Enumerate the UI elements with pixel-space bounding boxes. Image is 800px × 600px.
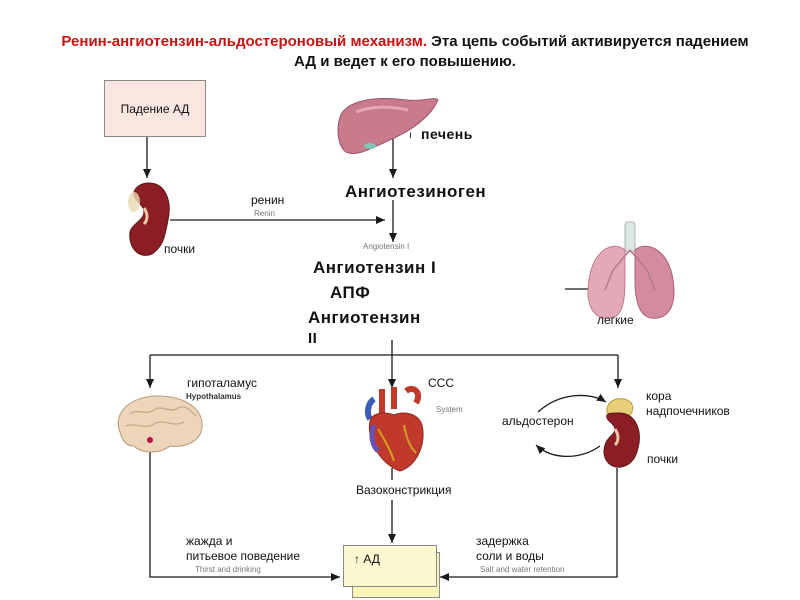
hypothalamus-label: гипоталамус	[187, 376, 257, 390]
liver-image	[337, 98, 439, 154]
liver-marker: ı	[409, 130, 412, 141]
aldosterone-arrow-bottom	[535, 444, 601, 457]
angiotensin1-label: Ангиотензин I	[313, 258, 437, 277]
aldosterone-arrow-top	[537, 393, 607, 413]
kidney-bottom-label: почки	[647, 452, 679, 466]
kidney-top-label: почки	[164, 242, 196, 256]
bp-drop-label: Падение АД	[120, 101, 190, 116]
angiotensin1-en-label: Angiotensin I	[363, 242, 410, 251]
arrow-retention	[440, 468, 618, 581]
title-highlight: Ренин-ангиотензин-альдостероновый механи…	[61, 33, 428, 50]
aldosterone-label: альдостерон	[502, 414, 574, 428]
adrenal-label-line2: надпочечников	[646, 404, 730, 418]
bp-rise-box: ↑ АД	[343, 545, 437, 587]
retention-label-line2: соли и воды	[476, 549, 544, 563]
css-label: ССС	[428, 376, 454, 390]
bp-drop-box: Падение АД	[104, 80, 206, 137]
lungs-label: легкие	[597, 313, 634, 327]
angiotensin2-label-line1: Ангиотензин	[308, 308, 421, 327]
angiotensinogen-label: Ангиотезиноген	[345, 182, 487, 201]
lungs-image	[587, 221, 675, 319]
arrow-thirst	[149, 448, 340, 581]
retention-en-label: Salt and water retention	[480, 565, 565, 574]
renin-en-label: Renin	[254, 209, 275, 218]
renin-label: ренин	[251, 193, 285, 207]
title-rest: Эта цепь событий активируется падением А…	[294, 33, 749, 70]
bp-rise-label: ↑ АД	[354, 552, 380, 566]
kidney-image	[128, 182, 170, 256]
brain-image	[117, 395, 203, 453]
adrenal-label-line1: кора	[646, 389, 672, 403]
thirst-en-label: Thirst and drinking	[195, 565, 261, 574]
heart-image	[364, 385, 424, 472]
thirst-label-line2: питьевое поведение	[186, 549, 301, 563]
css-en-label: System	[436, 405, 463, 414]
vasoconstriction-label: Вазоконстрикция	[356, 483, 452, 497]
ace-label: АПФ	[330, 283, 371, 302]
liver-label: печень	[421, 126, 473, 142]
page-title: Ренин-ангиотензин-альдостероновый механи…	[60, 32, 750, 72]
thirst-label-line1: жажда и	[186, 534, 233, 548]
adrenal-kidney-image	[603, 398, 640, 468]
hypothalamus-en-label: Hypothalamus	[186, 392, 242, 401]
angiotensin2-label-line2: II	[308, 330, 318, 347]
retention-label-line1: задержка	[476, 534, 529, 548]
